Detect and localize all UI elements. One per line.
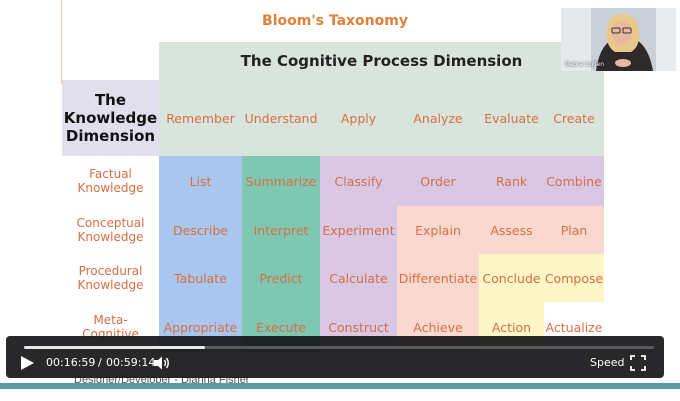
knowledge-dimension-label: The Knowledge Dimension: [63, 91, 158, 145]
taxonomy-cell: Compose: [544, 254, 604, 302]
presenter-name: Debra Cullen: [565, 61, 604, 68]
play-icon[interactable]: [18, 354, 36, 372]
column-header-apply: Apply: [340, 110, 377, 126]
row-label: Conceptual Knowledge: [76, 215, 145, 244]
taxonomy-cell: Assess: [479, 206, 544, 254]
column-header-create: Create: [553, 110, 595, 126]
knowledge-dimension-header: The Knowledge Dimension: [62, 80, 159, 156]
taxonomy-cell: Interpret: [242, 206, 320, 254]
column-header-understand: Understand: [244, 110, 318, 126]
video-controls: 00:16:59 / 00:59:14 Speed: [6, 336, 664, 378]
slide-footer-bar: [0, 383, 680, 389]
taxonomy-cell: List: [159, 156, 242, 206]
taxonomy-cell: Describe: [159, 206, 242, 254]
slide-title: Bloom's Taxonomy: [262, 13, 408, 29]
row-label: Factual Knowledge: [77, 166, 144, 195]
taxonomy-cell: Conclude: [479, 254, 544, 302]
taxonomy-cell: Rank: [479, 156, 544, 206]
column-header-remember: Remember: [166, 110, 235, 126]
row-label: Procedural Knowledge: [77, 263, 144, 292]
current-time: 00:16:59: [46, 356, 96, 369]
column-header-row: [159, 80, 604, 156]
taxonomy-cell: Tabulate: [159, 254, 242, 302]
taxonomy-cell: Explain: [397, 206, 479, 254]
fullscreen-icon[interactable]: [630, 355, 646, 371]
taxonomy-cell: Plan: [544, 206, 604, 254]
column-header-analyze: Analyze: [413, 110, 463, 126]
taxonomy-cell: Calculate: [320, 254, 397, 302]
taxonomy-cell: Order: [397, 156, 479, 206]
taxonomy-cell: Classify: [320, 156, 397, 206]
taxonomy-cell: Combine: [544, 156, 604, 206]
column-header-evaluate: Evaluate: [484, 110, 539, 126]
taxonomy-cell: Predict: [242, 254, 320, 302]
webcam-video: Debra Cullen: [561, 8, 676, 71]
progress-fill: [24, 346, 205, 349]
cognitive-process-header: The Cognitive Process Dimension: [159, 42, 604, 80]
volume-icon[interactable]: [152, 355, 170, 371]
speed-button[interactable]: Speed: [590, 356, 625, 369]
progress-bar[interactable]: [24, 346, 654, 349]
taxonomy-cell: Summarize: [242, 156, 320, 206]
time-separator: /: [98, 356, 102, 369]
taxonomy-cell: Differentiate: [397, 254, 479, 302]
slide-left-rule: [61, 0, 62, 84]
presenter-image: [561, 8, 676, 71]
taxonomy-cell: Experiment: [320, 206, 397, 254]
total-time: 00:59:14: [106, 356, 156, 369]
